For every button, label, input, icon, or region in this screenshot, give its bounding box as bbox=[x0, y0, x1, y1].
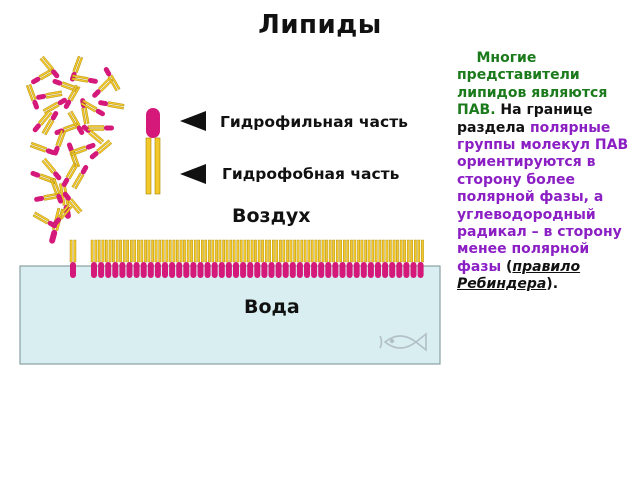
air-label: Воздух bbox=[232, 205, 311, 227]
lipid-molecule bbox=[232, 239, 240, 278]
lipid-molecule bbox=[360, 239, 367, 278]
lipid-molecule bbox=[275, 239, 282, 278]
lipid-molecule bbox=[90, 239, 98, 278]
lipid-molecule bbox=[80, 99, 105, 117]
lipid-molecule bbox=[175, 239, 183, 278]
lipid-molecule bbox=[325, 239, 332, 278]
lipid-molecule bbox=[71, 74, 98, 84]
description-text: Многие представители липидов являются ПА… bbox=[457, 50, 635, 294]
lipid-molecule bbox=[71, 165, 89, 190]
lipid-molecule bbox=[161, 239, 169, 278]
lipid-molecule bbox=[49, 177, 64, 204]
lipid-molecule bbox=[32, 109, 53, 133]
legend-molecule bbox=[145, 108, 161, 195]
lipid-molecule bbox=[183, 239, 190, 278]
water-label: Вода bbox=[244, 296, 300, 318]
molecule-cluster bbox=[25, 55, 125, 229]
lipid-molecule bbox=[140, 239, 147, 278]
lipid-molecule bbox=[239, 239, 247, 278]
lipid-molecule bbox=[268, 239, 275, 278]
lipid-molecule bbox=[103, 67, 121, 92]
lipid-molecule bbox=[41, 157, 62, 181]
lipid-molecule bbox=[318, 239, 325, 278]
hydrophilic-label: Гидрофильная часть bbox=[220, 113, 408, 131]
lipid-molecule bbox=[154, 239, 162, 278]
lipid-molecule bbox=[261, 239, 268, 278]
lipid-molecule bbox=[147, 239, 155, 278]
lipid-molecule bbox=[211, 239, 218, 278]
lipid-molecule bbox=[225, 239, 233, 278]
lipid-molecule bbox=[396, 239, 403, 278]
lipid-molecule bbox=[62, 191, 83, 215]
lipid-molecule bbox=[346, 239, 353, 278]
lipid-molecule bbox=[69, 142, 96, 157]
description-part-1: Многие представители липидов являются ПА… bbox=[457, 50, 608, 119]
description-part-4-close: ). bbox=[546, 276, 559, 293]
lipid-molecule bbox=[353, 239, 360, 278]
lipid-molecule bbox=[126, 239, 133, 278]
triangle-left-icon bbox=[180, 111, 206, 131]
hydrophobic-label: Гидрофобная часть bbox=[222, 165, 400, 183]
lipid-molecule bbox=[289, 239, 296, 278]
fish-watermark-icon bbox=[379, 332, 427, 352]
lipid-molecule bbox=[61, 162, 79, 187]
lipid-molecule bbox=[218, 239, 226, 278]
lipid-molecule bbox=[282, 239, 289, 278]
lipid-molecule bbox=[254, 239, 261, 278]
lipid-molecule bbox=[52, 129, 67, 156]
lipid-molecule bbox=[303, 239, 311, 278]
lipid-molecule bbox=[246, 239, 254, 278]
lipid-molecule bbox=[52, 203, 73, 227]
rebinder-rule: правило Ребиндера bbox=[457, 258, 581, 293]
molecule-monolayer bbox=[49, 182, 424, 278]
lipid-molecule bbox=[310, 239, 318, 278]
lipid-molecule bbox=[112, 239, 119, 278]
lipid-molecule bbox=[36, 90, 63, 100]
triangle-left-icon bbox=[180, 164, 206, 184]
lipid-molecule bbox=[417, 239, 424, 278]
lipid-molecule bbox=[381, 239, 389, 278]
lipid-molecule bbox=[81, 124, 105, 145]
lipid-molecule bbox=[296, 239, 304, 278]
lipid-molecule bbox=[389, 239, 396, 278]
lipid-molecule bbox=[97, 239, 105, 278]
lipid-molecule bbox=[367, 239, 375, 278]
lipid-molecule bbox=[25, 83, 40, 110]
lipid-molecule bbox=[32, 211, 57, 229]
lipid-molecule bbox=[67, 110, 85, 135]
lipid-molecule bbox=[133, 239, 140, 278]
lipid-molecule bbox=[332, 239, 339, 278]
lipid-molecule bbox=[63, 84, 81, 109]
lipid-molecule bbox=[403, 239, 410, 278]
water-container bbox=[19, 265, 441, 365]
lipid-molecule bbox=[374, 239, 382, 278]
lipid-molecule bbox=[339, 239, 346, 278]
description-part-3: полярные группы молекул ПАВ ориентируютс… bbox=[457, 119, 629, 275]
description-part-4-open: ( bbox=[506, 258, 513, 275]
page-title: Липиды bbox=[258, 10, 382, 40]
lipid-molecule bbox=[41, 111, 59, 136]
description-part-2: На границе раздела bbox=[457, 102, 593, 136]
lipid-molecule bbox=[204, 239, 211, 278]
lipid-molecule bbox=[197, 239, 204, 278]
lipid-molecule bbox=[39, 55, 60, 79]
lipid-molecule bbox=[69, 239, 77, 278]
lipid-molecule bbox=[87, 125, 114, 131]
lipid-molecule bbox=[104, 239, 112, 278]
lipid-molecule bbox=[410, 239, 417, 278]
lipid-molecule bbox=[190, 239, 197, 278]
lipid-molecule bbox=[119, 239, 126, 278]
lipid-molecule bbox=[98, 100, 125, 110]
lipid-molecule bbox=[92, 76, 114, 98]
lipid-molecule bbox=[29, 141, 56, 156]
lipid-molecule bbox=[89, 139, 113, 160]
lipid-molecule bbox=[168, 239, 176, 278]
